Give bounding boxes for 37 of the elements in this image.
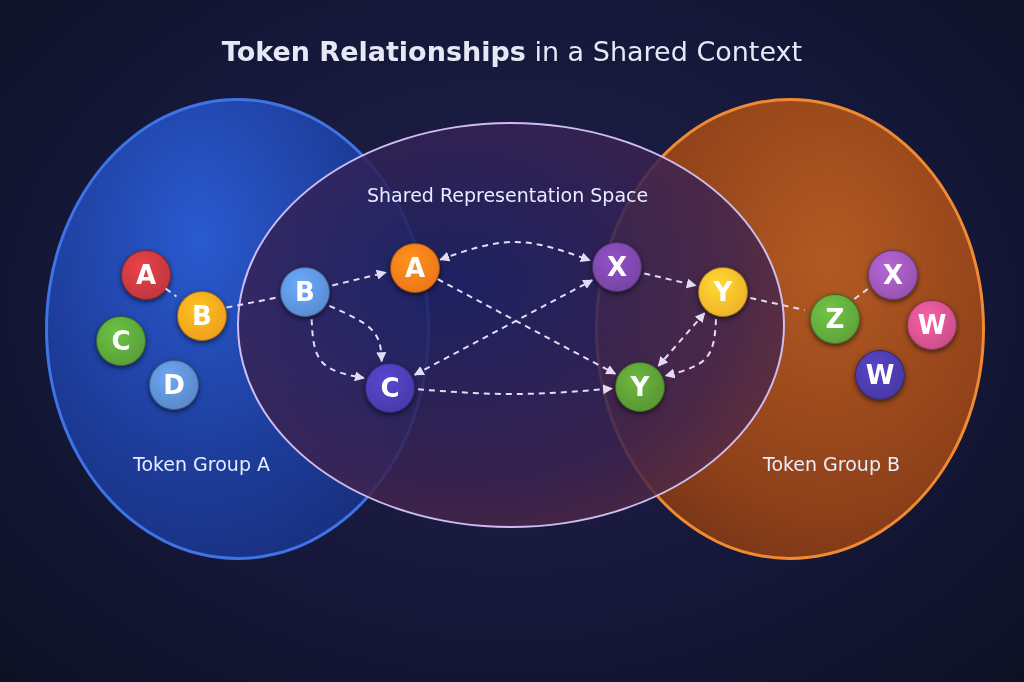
token-letter: Y [630,374,650,400]
token-letter: A [135,262,157,288]
token-circle [121,250,171,300]
group-label: Shared Representation Space [367,184,649,206]
dashed-arrow [328,304,387,363]
token-circle [907,300,957,350]
token-letter: X [606,254,627,280]
token-letter: C [380,375,400,401]
dashed-arrow [439,241,591,262]
token-circle [855,350,905,400]
token-letter: Z [825,306,845,332]
group-label: Token Group A [133,453,270,475]
token-letter: B [192,303,212,329]
dashed-arrow [331,269,387,287]
dashed-arrow [643,272,697,289]
token-letter: B [295,279,315,305]
token-letter: Y [713,279,733,305]
dashed-arrow [657,312,706,367]
token-circle [810,294,860,344]
group-label: Token Group B [763,453,901,475]
dashed-arrow [436,278,617,375]
dashed-arrow [664,318,717,379]
token-letter: C [111,328,131,354]
dashed-arrow [413,279,594,376]
token-letter: W [865,362,895,388]
dashed-arrow [310,318,365,382]
token-circle [390,243,440,293]
token-circle [177,291,227,341]
token-letter: A [404,255,426,281]
title: Token Relationships in a Shared Context [220,36,804,67]
token-letter: D [163,372,185,398]
token-circle [96,316,146,366]
dashed-arrow [416,384,614,395]
token-circle [868,250,918,300]
token-letter: W [917,312,947,338]
token-circle [149,360,199,410]
token-letter: X [882,262,903,288]
